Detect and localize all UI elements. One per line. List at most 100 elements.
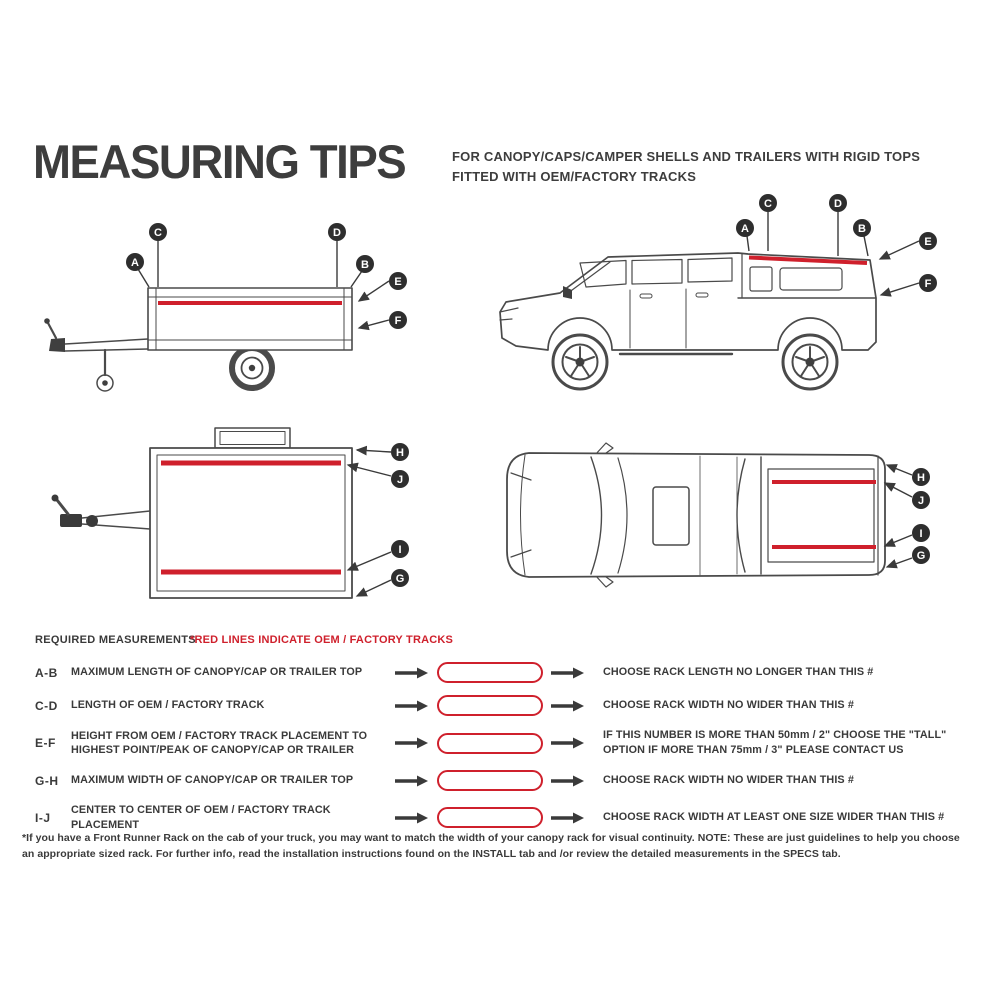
callout-badge-b: B [853, 219, 871, 237]
truck-side-view-diagram: C D A B E F [499, 194, 937, 391]
callout-badge-f: F [919, 274, 937, 292]
measurement-id: G-H [35, 773, 59, 788]
svg-text:B: B [858, 223, 866, 235]
measurement-result: CHOOSE RACK WIDTH NO WIDER THAN THIS # [603, 698, 854, 711]
trailer-side-view-diagram: A C D B E F [44, 223, 407, 392]
callout-badge-g: G [391, 569, 409, 587]
sunroof [652, 486, 690, 546]
callout-badge-f: F [389, 311, 407, 329]
svg-text:C: C [154, 227, 162, 239]
callout-badge-e: E [919, 232, 937, 250]
svg-text:A: A [131, 257, 139, 269]
arrow-right-icon [551, 737, 584, 749]
svg-text:F: F [395, 315, 402, 327]
callout-badge-j: J [391, 470, 409, 488]
footnote: *If you have a Front Runner Rack on the … [22, 832, 960, 861]
trailer-top-view-diagram: H J I G [51, 427, 409, 599]
trailer-drawbar [44, 318, 149, 392]
canopy-window [779, 267, 843, 291]
callout-badge-b: B [356, 255, 374, 273]
callout-leader-lines [346, 445, 392, 597]
svg-text:H: H [917, 472, 925, 484]
red-lines-note: *RED LINES INDICATE OEM / FACTORY TRACKS [190, 634, 454, 646]
quarter-window [687, 257, 733, 283]
measurement-result: CHOOSE RACK WIDTH NO WIDER THAN THIS # [603, 774, 854, 787]
truck-top-view-diagram: H J I G [506, 442, 930, 588]
measurement-result: CHOOSE RACK WIDTH AT LEAST ONE SIZE WIDE… [603, 811, 945, 824]
windshield-line [590, 456, 603, 575]
arrow-right-icon [551, 775, 584, 787]
callout-badge-a: A [736, 219, 754, 237]
callout-leader-lines [746, 212, 920, 297]
measurement-id: C-D [35, 698, 58, 713]
measurement-description: MAXIMUM WIDTH OF CANOPY/CAP OR TRAILER T… [71, 774, 354, 787]
page-title: MEASURING TIPS [33, 135, 407, 188]
oem-track-red-line [748, 255, 868, 265]
rear-wheel [781, 333, 839, 391]
svg-text:E: E [394, 276, 401, 288]
required-measurements-heading: REQUIRED MEASUREMENTS [35, 634, 196, 646]
measurement-description: MAXIMUM LENGTH OF CANOPY/CAP OR TRAILER … [71, 666, 363, 679]
callout-badge-a: A [126, 253, 144, 271]
callout-badge-e: E [389, 272, 407, 290]
svg-text:E: E [924, 236, 931, 248]
jockey-wheel [96, 374, 114, 392]
callout-leader-lines [883, 464, 913, 569]
svg-text:D: D [834, 198, 842, 210]
truck-top-body [506, 442, 886, 588]
callout-badge-g: G [912, 546, 930, 564]
rear-door-window [631, 258, 683, 285]
measurement-description: CENTER TO CENTER OF OEM / FACTORY TRACK … [71, 804, 331, 831]
measurement-id: I-J [35, 810, 51, 825]
arrow-right-icon [551, 812, 584, 824]
callout-badge-d: D [829, 194, 847, 212]
truck-bed [767, 468, 875, 563]
svg-text:C: C [764, 198, 772, 210]
measurement-id: E-F [35, 736, 56, 751]
svg-text:H: H [396, 447, 404, 459]
arrow-right-icon [395, 700, 428, 711]
subtitle-line-1: FOR CANOPY/CAPS/CAMPER SHELLS AND TRAILE… [452, 149, 921, 164]
arrow-right-icon [551, 667, 584, 678]
measurement-id: A-B [35, 665, 58, 680]
svg-text:I: I [919, 528, 922, 540]
callout-badge-h: H [912, 468, 930, 486]
measurement-description: LENGTH OF OEM / FACTORY TRACK [71, 699, 265, 712]
arrow-right-icon [395, 667, 428, 678]
measurement-input-oval [437, 807, 543, 829]
callout-badge-j: J [912, 491, 930, 509]
callout-badge-c: C [149, 223, 167, 241]
measurement-input-oval [437, 770, 543, 792]
measurement-row-ab: A-B MAXIMUM LENGTH OF CANOPY/CAP OR TRAI… [35, 662, 977, 683]
callout-badge-d: D [328, 223, 346, 241]
svg-text:J: J [918, 495, 924, 507]
svg-text:G: G [917, 550, 926, 562]
svg-text:D: D [333, 227, 341, 239]
svg-text:I: I [398, 544, 401, 556]
measurement-result: CHOOSE RACK LENGTH NO LONGER THAN THIS # [603, 665, 874, 678]
measurement-input-oval [437, 662, 543, 683]
callout-badge-i: I [391, 540, 409, 558]
measurement-row-ij: I-J CENTER TO CENTER OF OEM / FACTORY TR… [35, 803, 977, 832]
callout-leader-lines [137, 241, 390, 331]
measurement-description: HEIGHT FROM OEM / FACTORY TRACK PLACEMEN… [71, 729, 368, 757]
callout-badge-i: I [912, 524, 930, 542]
front-wheel [551, 333, 609, 391]
subtitle-line-2: FITTED WITH OEM/FACTORY TRACKS [452, 169, 697, 185]
measurement-result: IF THIS NUMBER IS MORE THAN 50mm / 2" CH… [603, 729, 947, 757]
page-subtitle: FOR CANOPY/CAPS/CAMPER SHELLS AND TRAILE… [452, 147, 920, 187]
measurement-row-cd: C-D LENGTH OF OEM / FACTORY TRACK CHOOSE… [35, 695, 977, 716]
svg-text:F: F [925, 278, 932, 290]
callout-badge-h: H [391, 443, 409, 461]
measurement-row-gh: G-H MAXIMUM WIDTH OF CANOPY/CAP OR TRAIL… [35, 770, 977, 792]
arrow-right-icon [551, 700, 584, 711]
callout-badge-c: C [759, 194, 777, 212]
arrow-right-icon [395, 775, 428, 787]
measurement-row-ef: E-F HEIGHT FROM OEM / FACTORY TRACK PLAC… [35, 728, 977, 758]
arrow-right-icon [395, 812, 428, 824]
measurement-input-oval [437, 695, 543, 716]
arrow-right-icon [395, 737, 428, 749]
svg-text:A: A [741, 223, 749, 235]
front-door-window [579, 259, 627, 288]
